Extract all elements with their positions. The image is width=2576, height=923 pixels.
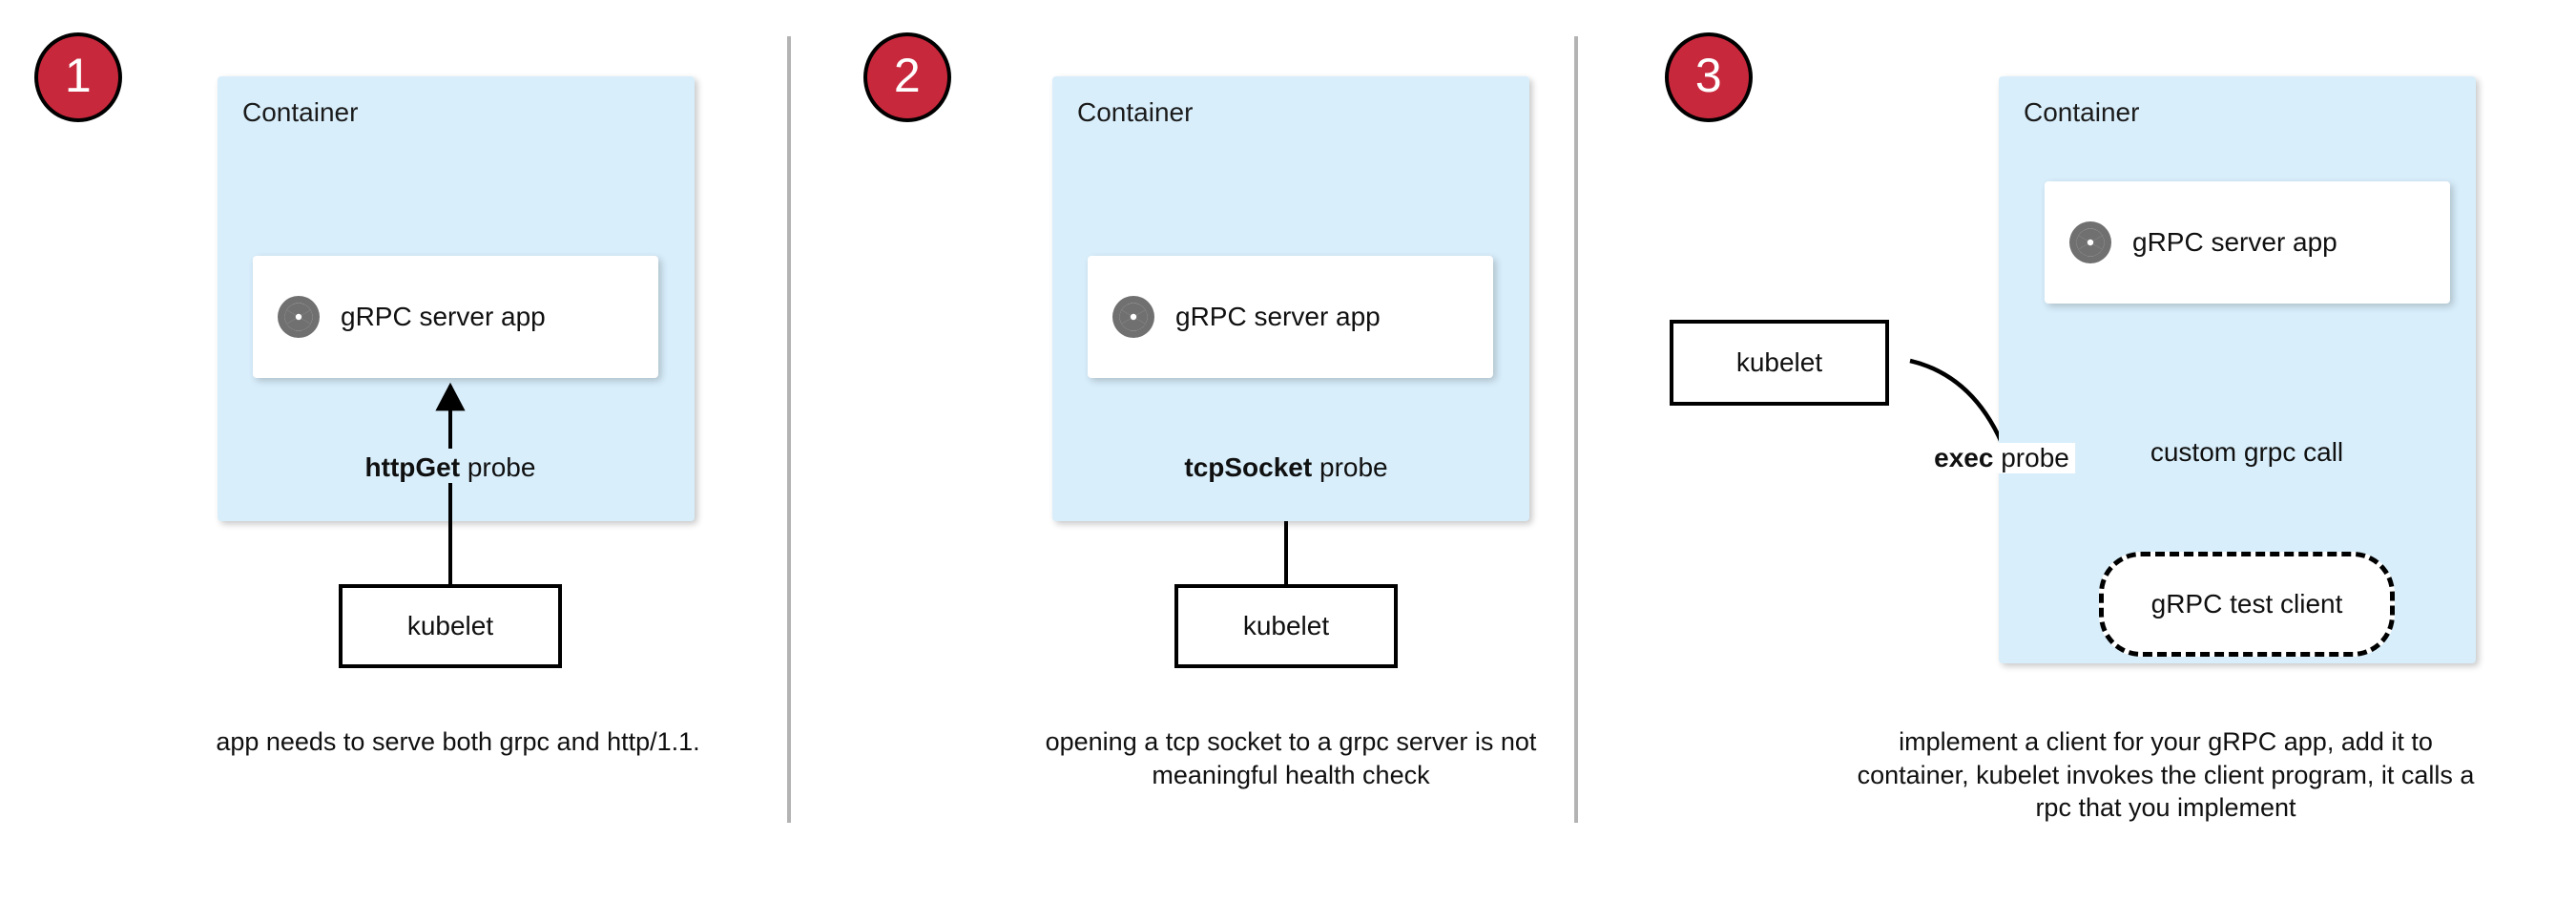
tcpsocket-probe-label-bold: tcpSocket <box>1184 452 1313 482</box>
step-badge-3-number: 3 <box>1694 49 1723 102</box>
kubelet-label-1: kubelet <box>406 611 494 640</box>
grpc-server-app-label-3: gRPC server app <box>2132 227 2337 257</box>
grpc-test-client-box: gRPC test client <box>2099 552 2395 657</box>
grpc-aperture-icon <box>1112 296 1154 338</box>
kubelet-box-1: kubelet <box>339 584 562 668</box>
step-badge-1-number: 1 <box>64 49 93 102</box>
panel-caption-1: app needs to serve both grpc and http/1.… <box>216 727 700 756</box>
panel-divider-1 <box>787 36 791 823</box>
grpc-aperture-icon <box>278 296 320 338</box>
panel-divider-2 <box>1574 36 1578 823</box>
httpget-probe-label: httpGet probe <box>355 452 546 483</box>
container-label-2: Container <box>1077 97 1194 127</box>
step-badge-2: 2 <box>863 32 951 122</box>
step-badge-2-number: 2 <box>893 49 922 102</box>
grpc-test-client-label: gRPC test client <box>2150 589 2343 619</box>
container-label-1: Container <box>242 97 359 127</box>
tcpsocket-probe-label-rest: probe <box>1312 452 1388 482</box>
exec-probe-label: exec probe <box>1928 443 2075 473</box>
grpc-server-app-card-1: gRPC server app <box>253 256 658 378</box>
exec-probe-label-bold: exec <box>1934 443 1994 472</box>
panel-caption-2: opening a tcp socket to a grpc server is… <box>1045 727 1537 789</box>
grpc-server-app-card-2: gRPC server app <box>1088 256 1493 378</box>
kubelet-label-2: kubelet <box>1242 611 1330 640</box>
grpc-server-app-label-1: gRPC server app <box>341 302 546 331</box>
container-label-3: Container <box>2024 97 2140 127</box>
panel-caption-3: implement a client for your gRPC app, ad… <box>1857 727 2475 823</box>
kubelet-box-2: kubelet <box>1174 584 1398 668</box>
step-badge-3: 3 <box>1665 32 1753 122</box>
step-badge-1: 1 <box>34 32 122 122</box>
httpget-probe-label-rest: probe <box>460 452 536 482</box>
custom-grpc-call-label: custom grpc call <box>2140 437 2354 468</box>
grpc-server-app-label-2: gRPC server app <box>1175 302 1381 331</box>
grpc-server-app-card-3: gRPC server app <box>2045 181 2450 304</box>
grpc-aperture-icon <box>2069 221 2111 263</box>
exec-probe-label-rest: probe <box>1993 443 2069 472</box>
httpget-probe-label-bold: httpGet <box>364 452 461 482</box>
kubelet-label-3: kubelet <box>1735 347 1823 377</box>
tcpsocket-probe-label: tcpSocket probe <box>1174 452 1398 483</box>
kubelet-box-3: kubelet <box>1670 320 1889 406</box>
